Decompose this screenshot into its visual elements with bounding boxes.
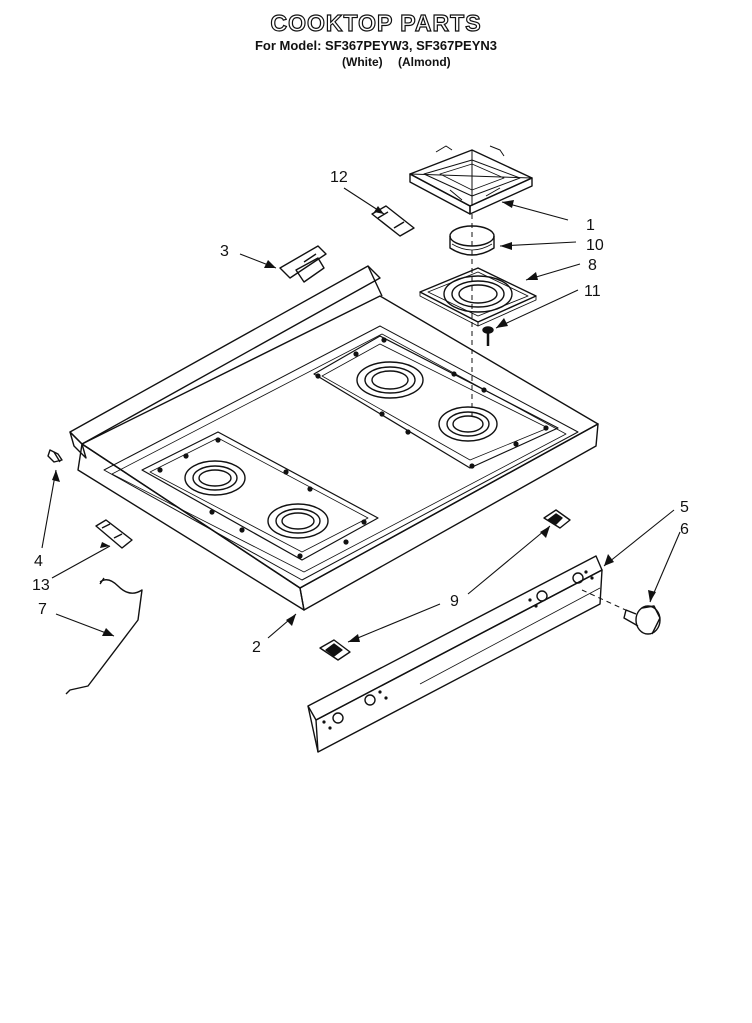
clip-9-lower	[319, 639, 351, 661]
knob-centerline	[581, 589, 631, 613]
control-panel	[307, 555, 603, 753]
burner-ring-plate	[419, 267, 537, 327]
mounting-screw	[482, 326, 494, 346]
small-bracket-12	[371, 205, 415, 237]
diagram-header: COOKTOP PARTS For Model: SF367PEYW3, SF3…	[0, 9, 752, 53]
hinge-bracket-3	[279, 245, 327, 283]
control-knob	[623, 605, 661, 635]
callout-3: 3	[220, 243, 229, 260]
callout-12: 12	[330, 169, 348, 186]
clip-9-upper	[543, 509, 571, 529]
callout-11: 11	[584, 283, 601, 300]
callout-7: 7	[38, 601, 47, 618]
callout-6: 6	[680, 521, 689, 538]
callout-4: 4	[34, 553, 43, 570]
leader-lines	[41, 187, 681, 643]
callout-8: 8	[588, 257, 597, 274]
igniter-wire-7	[65, 577, 143, 695]
burner-grate	[409, 145, 533, 215]
model-line: For Model: SF367PEYW3, SF367PEYN3	[254, 38, 498, 53]
callout-5: 5	[680, 499, 689, 516]
page-title: COOKTOP PARTS	[270, 9, 482, 36]
bracket-13	[95, 519, 133, 549]
leader-arrowheads	[52, 200, 656, 642]
variant-almond: (Almond)	[398, 55, 451, 69]
cooktop-main-top	[69, 265, 599, 611]
callout-2: 2	[252, 639, 261, 656]
right-burner-pan	[313, 335, 559, 469]
callout-13: 13	[32, 577, 50, 594]
clip-4	[47, 449, 63, 463]
color-variants: (White) (Almond)	[342, 55, 463, 69]
callout-1: 1	[586, 217, 595, 234]
callout-9: 9	[450, 593, 459, 610]
callout-10: 10	[586, 237, 604, 254]
left-burner-pan	[141, 431, 379, 561]
variant-white: (White)	[342, 55, 383, 69]
